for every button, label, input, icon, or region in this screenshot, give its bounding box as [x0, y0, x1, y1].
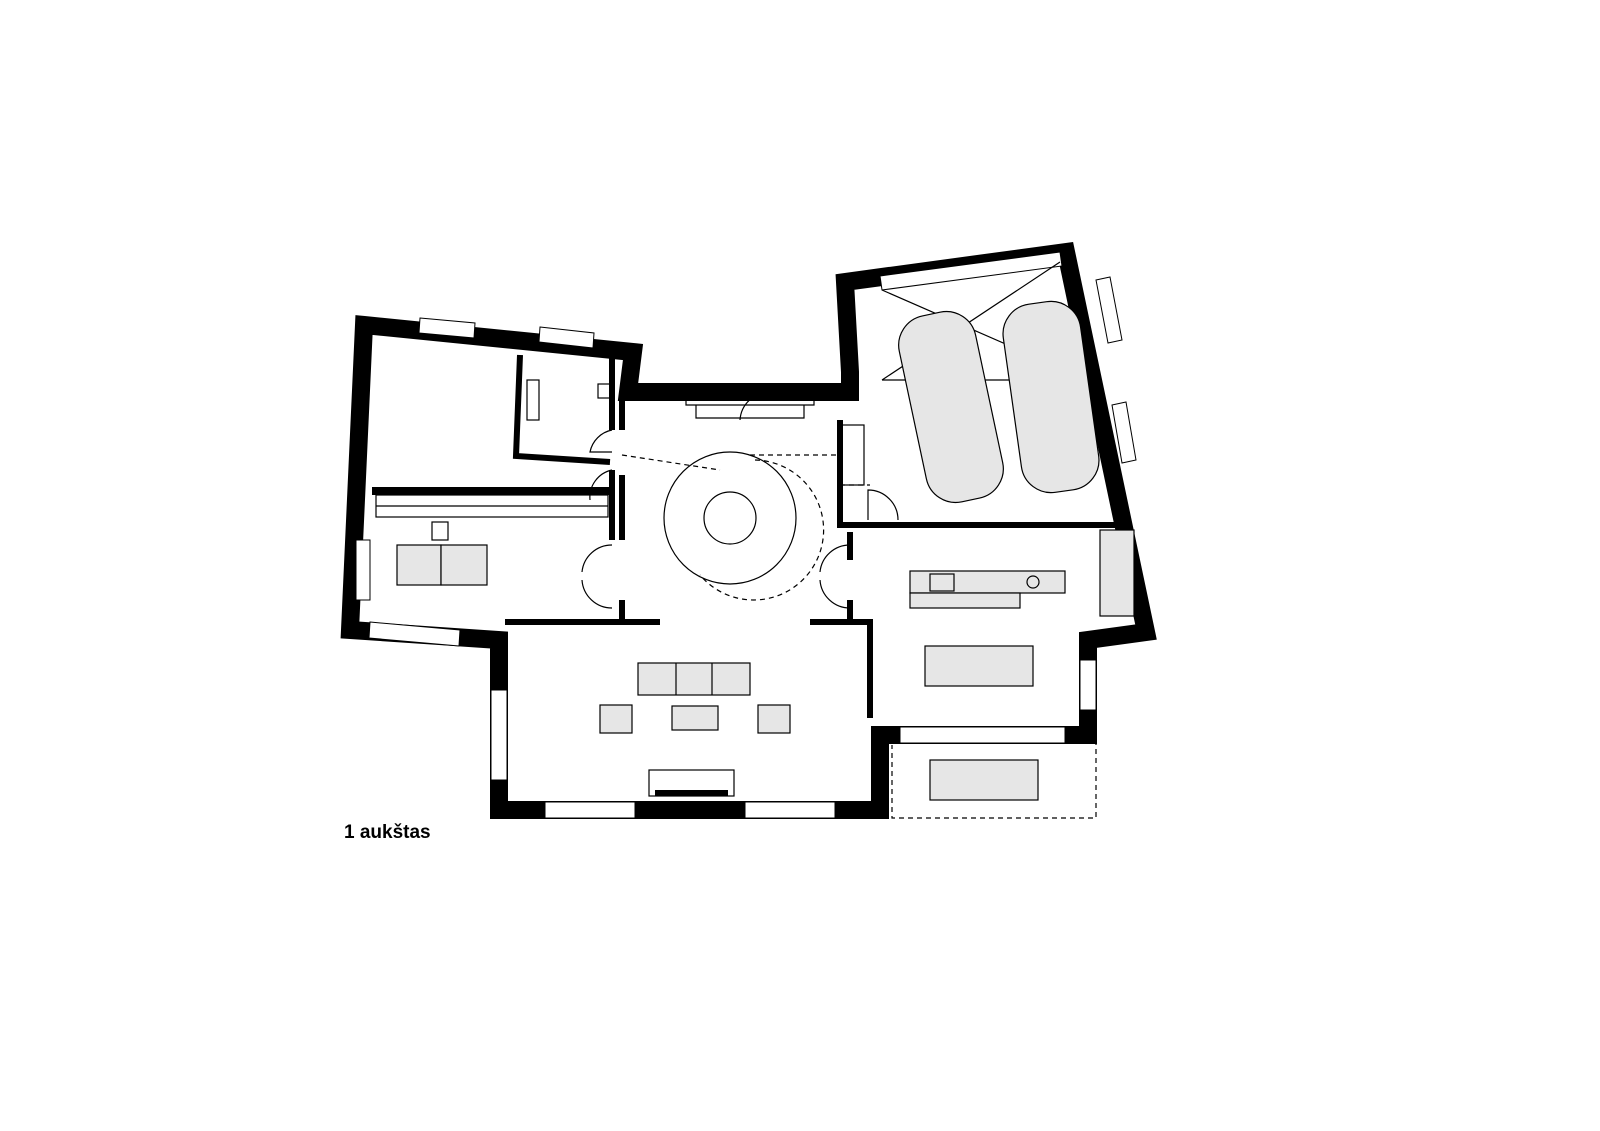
terrace-outline — [891, 740, 1097, 819]
entrance-steps — [676, 383, 824, 421]
floor-label: 1 aukštas — [344, 822, 431, 843]
terrace-table — [929, 759, 1039, 801]
sofa — [637, 662, 751, 696]
interior-walls — [372, 352, 1130, 718]
living-room — [599, 662, 791, 797]
bathroom-fixtures — [526, 379, 613, 421]
dining-table — [924, 645, 1034, 687]
spiral-staircase — [621, 451, 870, 601]
wardrobe — [375, 424, 865, 518]
armchair — [599, 704, 633, 734]
garage — [881, 261, 1135, 617]
office — [396, 521, 488, 586]
windows — [355, 251, 1137, 819]
car-2 — [1002, 300, 1100, 494]
doors — [581, 429, 899, 609]
kitchen — [909, 570, 1066, 801]
car-1 — [898, 310, 1004, 504]
coffee-table — [671, 705, 719, 731]
armchair — [757, 704, 791, 734]
